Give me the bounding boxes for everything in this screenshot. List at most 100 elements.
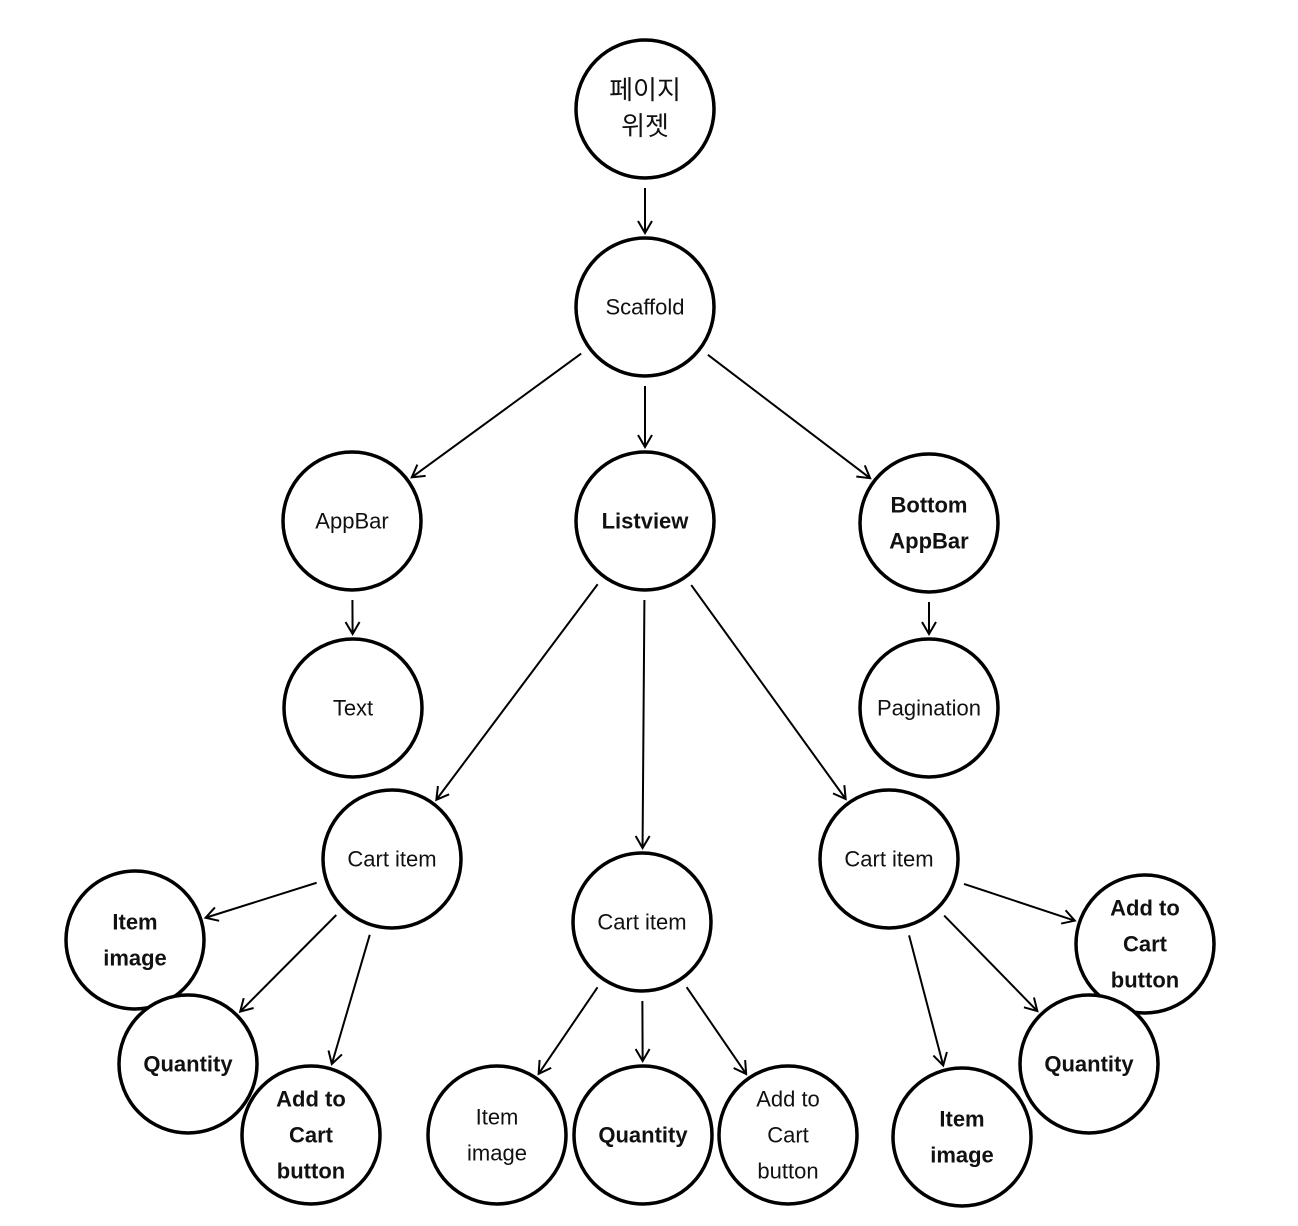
node-circle: [240, 1064, 382, 1206]
node-label: Quantity: [1044, 1052, 1134, 1077]
node-qty1: Quantity: [117, 993, 259, 1135]
arrow-cart3-to-img3: [908, 935, 948, 1068]
node-label: Item: [112, 910, 157, 935]
arrow-head: [327, 1050, 343, 1066]
arrow-listview-to-cart1: [435, 583, 599, 802]
arrow-line: [690, 584, 847, 800]
arrow-bottomappbar-to-pagination: [921, 602, 937, 636]
node-label: button: [757, 1159, 818, 1184]
arrow-head: [637, 434, 653, 449]
node-label: Add to: [1110, 896, 1180, 921]
node-circle: [1018, 993, 1160, 1135]
arrow-head: [856, 464, 872, 480]
arrow-line: [239, 914, 337, 1013]
arrow-page-to-scaffold: [637, 188, 653, 235]
arrow-line: [537, 986, 599, 1075]
node-label: image: [467, 1141, 527, 1166]
node-circle: [818, 788, 960, 930]
arrow-head: [1023, 997, 1039, 1013]
node-label: Quantity: [598, 1123, 688, 1148]
node-circle: [1074, 873, 1216, 1015]
node-add3: Add to Cart button: [1074, 873, 1216, 1015]
arrow-cart1-to-add1: [327, 934, 371, 1066]
arrow-line: [685, 986, 747, 1075]
node-label: Cart: [289, 1123, 334, 1148]
node-scaffold: Scaffold: [574, 236, 716, 378]
node-label: Cart item: [347, 847, 436, 872]
arrow-head: [634, 1048, 651, 1063]
node-circle: [282, 637, 424, 779]
node-label: Cart item: [844, 847, 933, 872]
arrow-cart2-to-qty2: [634, 1000, 651, 1063]
node-label: button: [1111, 968, 1179, 993]
arrow-cart1-to-img1: [203, 881, 317, 922]
arrow-line: [707, 354, 871, 479]
arrow-cart2-to-img2: [537, 986, 599, 1076]
node-circle: [321, 788, 463, 930]
node-circle: [572, 1064, 714, 1206]
arrow-scaffold-to-bottomappbar: [707, 354, 872, 480]
node-pagination: Pagination: [858, 637, 1000, 779]
arrow-scaffold-to-listview: [637, 386, 653, 449]
arrow-line: [411, 352, 582, 479]
node-circle: [117, 993, 259, 1135]
node-listview: Listview: [574, 450, 716, 592]
node-cart2: Cart item: [571, 851, 713, 993]
arrow-appbar-to-text: [344, 599, 361, 636]
node-circle: [571, 851, 713, 993]
arrow-head: [203, 906, 220, 922]
node-label: Listview: [602, 509, 690, 534]
node-label: 페이지: [609, 76, 681, 106]
node-circle: [858, 452, 1000, 594]
node-circle: [281, 450, 423, 592]
node-qty3: Quantity: [1018, 993, 1160, 1135]
arrow-line: [205, 881, 317, 919]
node-label: Cart: [767, 1123, 809, 1148]
node-circle: [574, 38, 716, 180]
node-label: AppBar: [889, 529, 969, 554]
edges-layer: [203, 188, 1077, 1076]
arrow-cart3-to-add3: [963, 882, 1077, 925]
arrow-head: [537, 1059, 552, 1076]
arrow-cart3-to-qty3: [943, 914, 1039, 1013]
node-circle: [717, 1064, 859, 1206]
arrow-head: [921, 621, 937, 636]
node-label: Quantity: [143, 1052, 233, 1077]
arrow-line: [641, 599, 646, 849]
node-circle: [426, 1064, 568, 1206]
arrow-listview-to-cart3: [690, 584, 847, 801]
arrow-line: [908, 935, 945, 1066]
arrow-cart2-to-add2: [685, 986, 748, 1076]
arrow-cart1-to-qty1: [238, 914, 337, 1013]
node-label: Bottom: [891, 493, 968, 518]
arrow-head: [238, 997, 254, 1013]
node-label: Pagination: [877, 696, 981, 721]
arrow-line: [943, 914, 1039, 1012]
node-label: image: [930, 1143, 994, 1168]
node-img2: Item image: [426, 1064, 568, 1206]
arrow-head: [637, 220, 653, 235]
node-label: Cart: [1123, 932, 1168, 957]
arrow-head: [932, 1051, 948, 1068]
arrow-head: [435, 785, 450, 802]
node-circle: [858, 637, 1000, 779]
arrow-line: [330, 934, 371, 1065]
arrow-head: [634, 835, 651, 850]
node-cart1: Cart item: [321, 788, 463, 930]
node-label: button: [277, 1159, 345, 1184]
node-circle: [574, 236, 716, 378]
arrow-head: [832, 785, 847, 801]
arrow-head: [344, 621, 361, 636]
node-label: 위젯: [621, 112, 669, 142]
arrow-listview-to-cart2: [634, 599, 651, 850]
node-cart3: Cart item: [818, 788, 960, 930]
node-label: Item: [476, 1105, 519, 1130]
node-appbar: AppBar: [281, 450, 423, 592]
arrow-head: [733, 1060, 748, 1076]
